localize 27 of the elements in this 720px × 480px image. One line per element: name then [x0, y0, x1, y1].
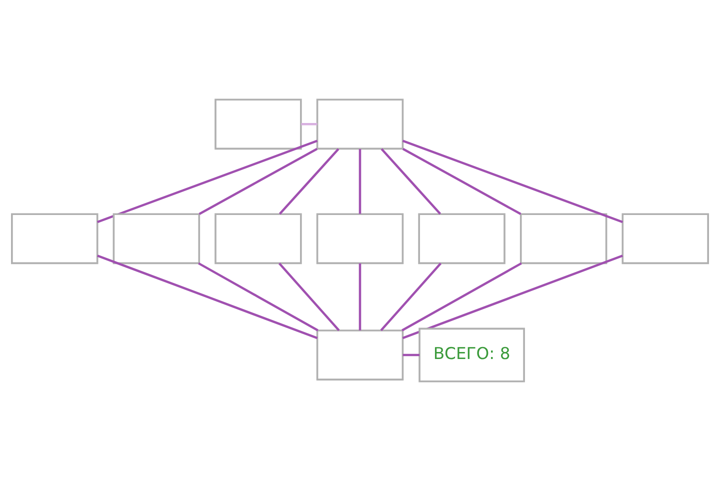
connector — [97, 254, 318, 339]
connector — [402, 262, 522, 331]
node-box: ВСЕГО: 8 — [418, 327, 525, 382]
node-box — [214, 212, 302, 264]
connector — [358, 262, 362, 330]
connector — [278, 148, 340, 214]
node-box — [418, 212, 506, 264]
node-box — [520, 212, 608, 264]
node-box — [214, 98, 302, 150]
connector — [301, 122, 318, 125]
connector — [198, 262, 318, 331]
connector — [402, 254, 623, 339]
connector — [380, 262, 442, 331]
connector — [358, 148, 362, 214]
connector — [402, 139, 623, 223]
node-box — [622, 212, 709, 264]
node-box — [112, 212, 200, 264]
connector — [97, 139, 318, 223]
connector — [198, 147, 318, 215]
connector — [402, 147, 522, 215]
node-box — [11, 212, 98, 264]
connector — [380, 148, 442, 214]
node-box — [316, 98, 404, 150]
node-box — [316, 212, 404, 264]
connector — [278, 262, 340, 331]
node-box — [316, 329, 404, 380]
connector — [402, 353, 420, 356]
